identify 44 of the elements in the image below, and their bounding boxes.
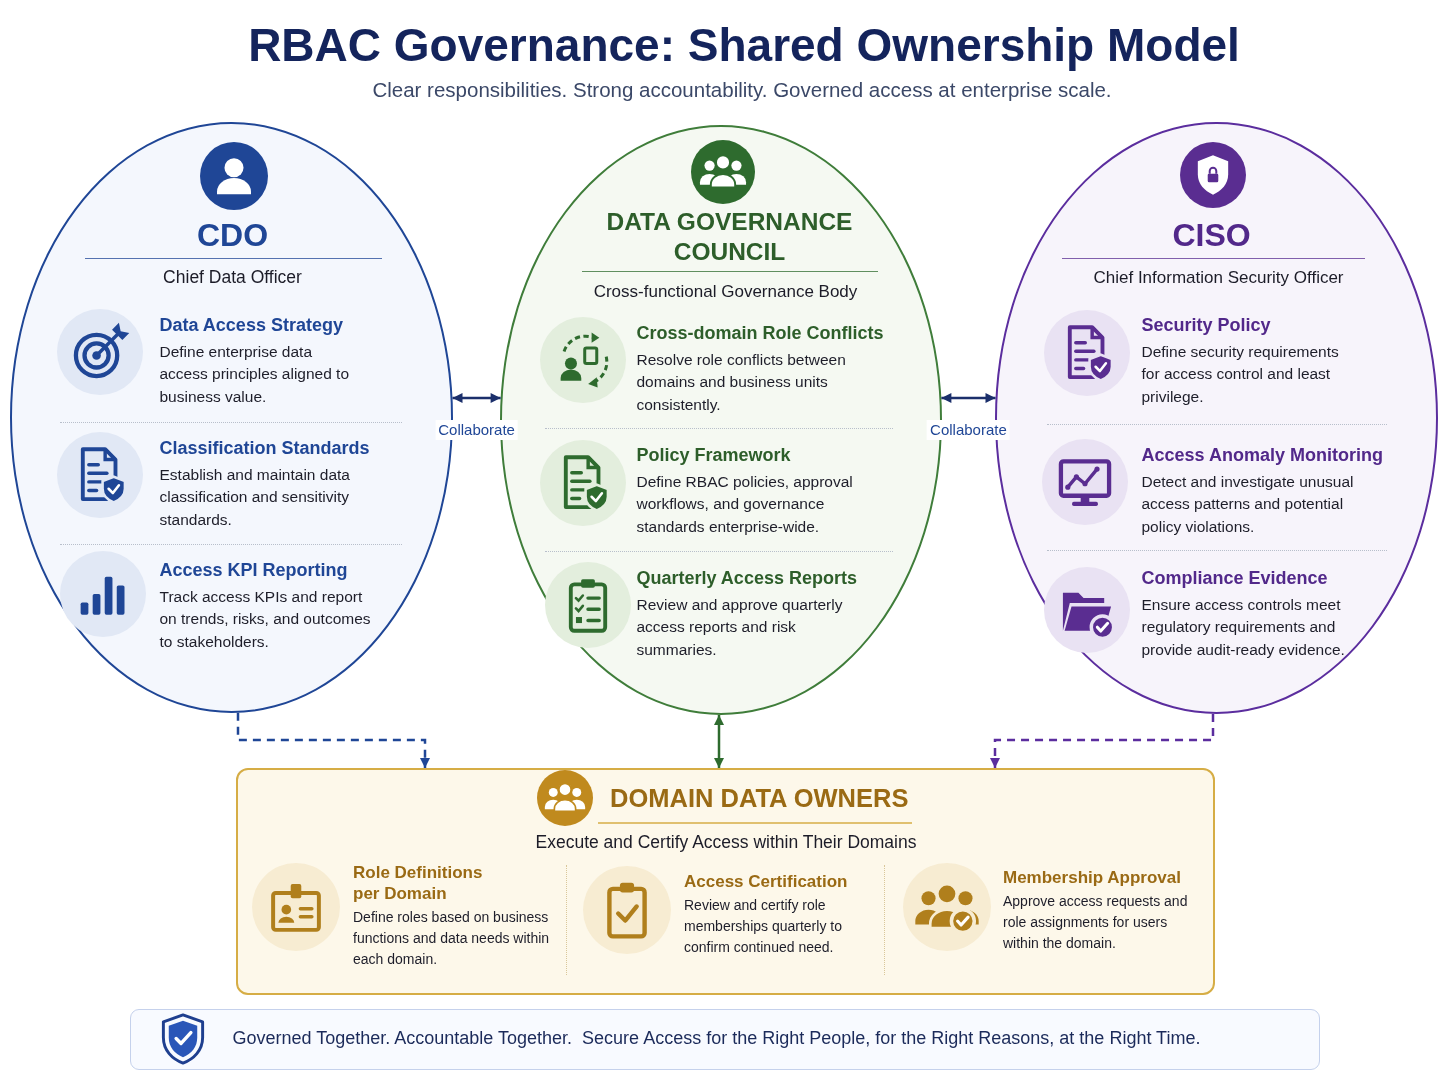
panel-title: DATA GOVERNANCE COUNCIL	[605, 206, 854, 267]
responsibility-description: Define roles based on business functions and data needs within each domain.	[353, 908, 551, 969]
responsibility-description: Resolve role conflicts between domains and business units consistently.	[636, 349, 847, 415]
responsibility-heading: Quarterly Access Reports	[636, 566, 857, 589]
diagram-title: RBAC Governance: Shared Ownership Model	[248, 19, 1240, 72]
double-arrow	[941, 393, 996, 403]
responsibility-description: Review and certify role memberships quarterly to confirm continued need.	[684, 896, 843, 957]
responsibility-heading: Classification Standards	[159, 436, 370, 459]
panel-subtitle: Cross-functional Governance Body	[593, 280, 858, 303]
panel-title: DOMAIN DATA OWNERS	[610, 783, 909, 813]
edge-label: Collaborate	[927, 420, 1010, 440]
responsibility-description: Establish and maintain data classification and sensitivity standards.	[159, 464, 351, 530]
panel-title: CDO	[196, 215, 269, 254]
responsibility-heading: Access KPI Reporting	[159, 558, 348, 581]
responsibility-description: Approve access requests and role assignments for users within the domain.	[1003, 892, 1189, 953]
subtitle-text: Clear responsibilities. Strong accountability. Governed access at enterprise scale.	[372, 77, 1112, 103]
panel-subtitle: Chief Data Officer	[163, 266, 302, 289]
dashed-arrow	[236, 712, 430, 768]
tagline-text: Governed Together. Accountable Together. Secure Access for the Right People, for the Right Reasons, at the Right Time.	[232, 1027, 1201, 1050]
double-arrow	[452, 393, 501, 403]
panel-title: CISO	[1172, 215, 1251, 254]
responsibility-heading: Cross-domain Role Conflicts	[636, 321, 884, 344]
responsibility-heading: Membership Approval	[1003, 867, 1181, 888]
responsibility-heading: Compliance Evidence	[1141, 566, 1328, 589]
responsibility-heading: Data Access Strategy	[159, 313, 343, 336]
responsibility-heading: Security Policy	[1141, 313, 1271, 336]
tagline-banner	[130, 1009, 1320, 1070]
responsibility-description: Define security requirements for access control and least privilege.	[1141, 341, 1340, 407]
double-arrow	[714, 715, 724, 768]
responsibility-description: Review and approve quarterly access reports and risk summaries.	[636, 594, 844, 660]
responsibility-heading: Access Certification	[684, 871, 848, 892]
responsibility-heading: Policy Framework	[636, 443, 791, 466]
panel-subtitle: Execute and Certify Access within Their Domains	[535, 832, 917, 854]
responsibility-description: Detect and investigate unusual access patterns and potential policy violations.	[1141, 471, 1355, 537]
owners-panel	[236, 768, 1215, 995]
responsibility-heading: Access Anomaly Monitoring	[1141, 443, 1383, 466]
responsibility-description: Define enterprise data access principles aligned to business value.	[159, 341, 351, 407]
responsibility-heading: Role Definitions per Domain	[353, 862, 484, 904]
edge-label: Collaborate	[435, 420, 518, 440]
responsibility-description: Define RBAC policies, approval workflows, and governance standards enterprise-wide.	[636, 471, 854, 537]
panel-subtitle: Chief Information Security Officer	[1093, 266, 1344, 289]
responsibility-description: Track access KPIs and report on trends, risks, and outcomes to stakeholders.	[159, 586, 372, 652]
dashed-arrow	[990, 713, 1215, 768]
responsibility-description: Ensure access controls meet regulatory requirements and provide audit-ready evidence.	[1141, 594, 1346, 660]
